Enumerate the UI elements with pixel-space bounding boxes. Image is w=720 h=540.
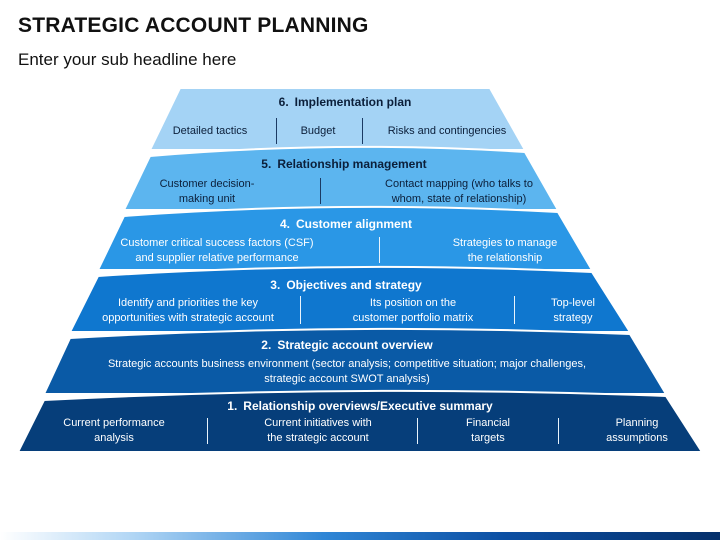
tier-6-item-2: Budget xyxy=(300,125,336,137)
tier-2-number: 2. xyxy=(261,338,272,352)
tier-4-separator-1 xyxy=(379,237,380,263)
footer-gradient-bar xyxy=(0,532,720,540)
tier-6-item-1: Detailed tactics xyxy=(172,125,248,137)
tier-3-title: Objectives and strategy xyxy=(286,278,422,292)
tier-2-item-1: Strategic accounts business environment … xyxy=(107,358,587,385)
tier-1-title: Relationship overviews/Executive summary xyxy=(243,399,493,413)
tier-3-objectives-and-strategy: 3. Objectives and strategy Identify and p… xyxy=(70,270,622,332)
tier-6-implementation-plan: 6. Implementation plan Detailed tactics B… xyxy=(150,88,540,150)
tier-4-shape xyxy=(96,205,594,271)
tier-3-item-3: Top-level strategy xyxy=(550,297,596,324)
tier-5-title: Relationship management xyxy=(277,157,427,171)
tier-6-item-3: Risks and contingencies xyxy=(387,125,507,137)
tier-1-relationship-overviews: 1. Relationship overviews/Executive summa… xyxy=(18,394,702,452)
tier-4-customer-alignment: 4. Customer alignment Customer critical s… xyxy=(98,210,594,270)
tier-1-separator-1 xyxy=(207,418,208,444)
page-subtitle: Enter your sub headline here xyxy=(18,50,237,69)
tier-2-heading: 2. Strategic account overview xyxy=(44,338,650,352)
tier-1-separator-2 xyxy=(417,418,418,444)
tier-6-separator-2 xyxy=(362,118,363,144)
tier-4-number: 4. xyxy=(279,217,290,231)
tier-3-separator-1 xyxy=(300,296,301,324)
tier-2-strategic-account-overview: 2. Strategic account overview Strategic a… xyxy=(44,332,650,394)
tier-1-item-2: Current initiatives with the strategic a… xyxy=(264,417,372,444)
tier-1-heading: 1. Relationship overviews/Executive summa… xyxy=(18,399,702,413)
tier-6-shape xyxy=(148,87,527,151)
tier-5-relationship-management: 5. Relationship management Customer decis… xyxy=(124,150,564,210)
tier-3-item-2: Its position on the customer portfolio m… xyxy=(352,297,474,324)
tier-5-shape xyxy=(122,145,560,211)
tier-5-item-1: Customer decision- making unit xyxy=(159,178,255,205)
tier-3-number: 3. xyxy=(270,278,281,292)
tier-5-item-2: Contact mapping (who talks to whom, stat… xyxy=(385,178,533,205)
tier-2-title: Strategic account overview xyxy=(277,338,433,352)
tier-6-number: 6. xyxy=(278,95,289,109)
tier-4-item-1: Customer critical success factors (CSF) … xyxy=(120,237,314,264)
tier-4-heading: 4. Customer alignment xyxy=(98,217,594,231)
tier-4-title: Customer alignment xyxy=(296,217,413,231)
tier-1-separator-3 xyxy=(558,418,559,444)
tier-3-separator-2 xyxy=(514,296,515,324)
page-title: STRATEGIC ACCOUNT PLANNING xyxy=(18,14,369,37)
tier-4-item-2: Strategies to manage the relationship xyxy=(452,237,558,264)
tier-3-heading: 3. Objectives and strategy xyxy=(70,278,622,292)
tier-1-item-4: Planning assumptions xyxy=(606,417,668,444)
tier-6-heading: 6. Implementation plan xyxy=(150,95,540,109)
tier-1-shape xyxy=(16,389,704,453)
tier-6-title: Implementation plan xyxy=(294,95,412,109)
tier-5-heading: 5. Relationship management xyxy=(124,157,564,171)
tier-1-item-1: Current performance analysis xyxy=(63,417,165,444)
tier-3-shape xyxy=(68,265,632,333)
tier-6-separator-1 xyxy=(276,118,277,144)
tier-1-item-3: Financial targets xyxy=(465,417,511,444)
tier-5-number: 5. xyxy=(261,157,272,171)
tier-2-shape xyxy=(42,327,668,395)
tier-1-number: 1. xyxy=(227,399,238,413)
tier-5-separator-1 xyxy=(320,178,321,204)
tier-3-item-1: Identify and priorities the key opportun… xyxy=(102,297,274,324)
